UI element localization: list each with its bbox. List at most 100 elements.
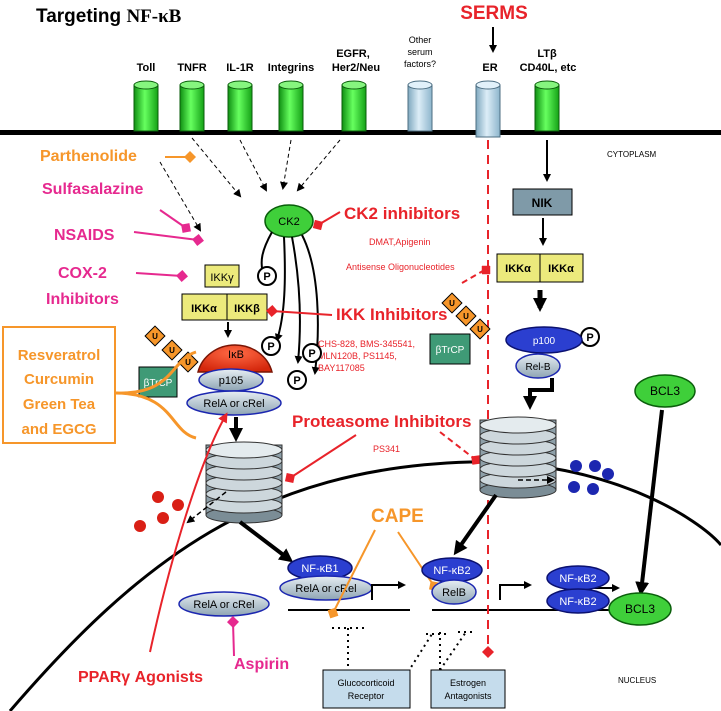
receptor-integrins xyxy=(278,80,304,132)
proteasome-inhibitor-line-right xyxy=(439,431,481,465)
bcl3-protein xyxy=(634,374,696,408)
nucleus-label: NUCLEUS xyxy=(618,676,656,685)
proteasome-inhibitor-line-left xyxy=(284,434,357,484)
nik-label: NIK xyxy=(532,196,553,210)
nuclear-translocation-arrow xyxy=(238,520,294,563)
ikk-detail-2: MLN120B, PS1145, xyxy=(318,351,397,361)
nuclear-membrane xyxy=(8,460,721,711)
ikk-detail-3: BAY117085 xyxy=(318,363,365,373)
bcl3-nuc-label: BCL3 xyxy=(625,602,655,616)
bcl3-label: BCL3 xyxy=(650,384,680,398)
receptor-ltb xyxy=(534,80,560,132)
svg-text:Green Tea: Green Tea xyxy=(23,396,96,413)
phospho-icon xyxy=(257,266,277,286)
phospho-icon xyxy=(302,343,322,363)
nfkb2-right2-protein xyxy=(546,588,610,614)
ppar-label: PPARγ Agonists xyxy=(78,669,203,686)
ikk-detail-1: CHS-828, BMS-345541, xyxy=(318,339,415,349)
ikk-inhibitors-label: IKK Inhibitors xyxy=(336,305,447,324)
svg-text:Curcumin: Curcumin xyxy=(24,371,94,388)
svg-text:U: U xyxy=(169,346,175,355)
p105-label: p105 xyxy=(219,375,243,387)
ikb-protein xyxy=(197,344,273,373)
receptor-tnfr xyxy=(179,80,205,132)
svg-text:P: P xyxy=(263,271,270,283)
p100-protein xyxy=(505,326,583,354)
ikk-alpha-label: IKKα xyxy=(191,303,217,315)
ikk-ref-diamond xyxy=(481,265,491,275)
degradation-arrow-left xyxy=(186,491,227,524)
svg-text:U: U xyxy=(152,332,158,341)
ck2-inhibitor-line xyxy=(312,211,341,231)
ikk-alpha-box xyxy=(181,293,228,321)
ck2-inhibitors-detail-1: DMAT,Apigenin xyxy=(369,237,430,247)
receptor-other xyxy=(407,80,433,132)
cox2-label-1: COX-2 xyxy=(58,265,107,282)
il1r-label: IL-1R xyxy=(226,62,254,74)
bcl3-to-nucleus-arrow xyxy=(635,409,664,596)
svg-text:U: U xyxy=(185,358,191,367)
nsaids-label: NSAIDS xyxy=(54,227,115,244)
degraded-fragments-right xyxy=(568,460,614,495)
receptor-labels: Toll TNFR IL-1R Integrins EGFR, Her2/Neu… xyxy=(137,48,577,74)
relb-mid-protein xyxy=(431,579,477,605)
phospho-group: P P P P P xyxy=(257,266,600,390)
receptor-egfr xyxy=(341,80,367,132)
svg-text:P: P xyxy=(267,341,274,353)
receptor-il1r xyxy=(227,80,253,132)
natural-compounds-list: Resveratrol Curcumin Green Tea and EGCG xyxy=(18,347,101,438)
svg-text:Resveratrol: Resveratrol xyxy=(18,347,101,364)
ubiquitin-chain-left: U U U xyxy=(144,325,199,373)
svg-text:U: U xyxy=(449,299,455,308)
degraded-fragments-left xyxy=(134,491,184,532)
rela-crel-protein xyxy=(186,390,282,416)
svg-text:P: P xyxy=(586,332,593,344)
ikk-alpha-right-box xyxy=(539,253,584,283)
estrogen-label-2: Antagonists xyxy=(444,691,492,701)
ck2-inhibitors-detail-2: Antisense Oligonucleotides xyxy=(346,262,455,272)
ikk-alpha-left-box xyxy=(496,253,541,283)
rela-crel-nuc-label: RelA or cRel xyxy=(295,583,356,595)
integrins-label: Integrins xyxy=(268,62,314,74)
estrogen-box xyxy=(430,669,506,709)
er-to-ikk-inhibition xyxy=(461,267,489,284)
proteasome-detail: PS341 xyxy=(373,444,400,454)
ltb-label-2: CD40L, etc xyxy=(520,62,577,74)
svg-text:U: U xyxy=(463,312,469,321)
ppar-line xyxy=(149,412,228,653)
parthenolide-label: Parthenolide xyxy=(40,148,137,165)
ubiquitin-chain-right: U U U xyxy=(441,292,491,340)
serms-label: SERMS xyxy=(460,3,528,24)
nsaids-line xyxy=(133,231,204,246)
svg-text:Other: Other xyxy=(409,35,432,45)
proteasome-left xyxy=(205,441,283,524)
relb-top-protein xyxy=(515,353,561,379)
ikk-alpha-right-label: IKKα xyxy=(548,263,574,275)
nfkb2-right1-label: NF-κB2 xyxy=(559,573,596,585)
estrogen-label-1: Estrogen xyxy=(450,678,486,688)
sulfasalazine-label: Sulfasalazine xyxy=(42,181,143,198)
natural-compounds-box xyxy=(2,326,116,444)
svg-text:factors?: factors? xyxy=(404,59,436,69)
page-title: Targeting NF-κB xyxy=(36,6,182,27)
phospho-icon xyxy=(287,370,307,390)
repression-links xyxy=(332,627,476,673)
btrcp-right-label: βTrCP xyxy=(436,345,465,356)
nik-box xyxy=(512,188,573,216)
relb-top-label: Rel-B xyxy=(525,362,550,373)
toll-label: Toll xyxy=(137,62,156,74)
cox2-line xyxy=(135,270,188,282)
svg-text:and EGCG: and EGCG xyxy=(21,421,96,438)
rela-crel-free-label: RelA or cRel xyxy=(193,599,254,611)
svg-text:U: U xyxy=(477,325,483,334)
other-factors-label: Other serum factors? xyxy=(404,35,436,69)
relb-mid-label: RelB xyxy=(442,587,466,599)
sulfasalazine-line xyxy=(159,209,191,233)
bcl3-nuc-protein xyxy=(608,592,672,626)
cytoplasm-label: CYTOPLASM xyxy=(607,150,657,159)
ikk-gamma-box xyxy=(204,264,240,288)
svg-text:P: P xyxy=(293,375,300,387)
p100-to-proteasome-arrow xyxy=(523,378,554,410)
aspirin-line xyxy=(227,616,239,657)
